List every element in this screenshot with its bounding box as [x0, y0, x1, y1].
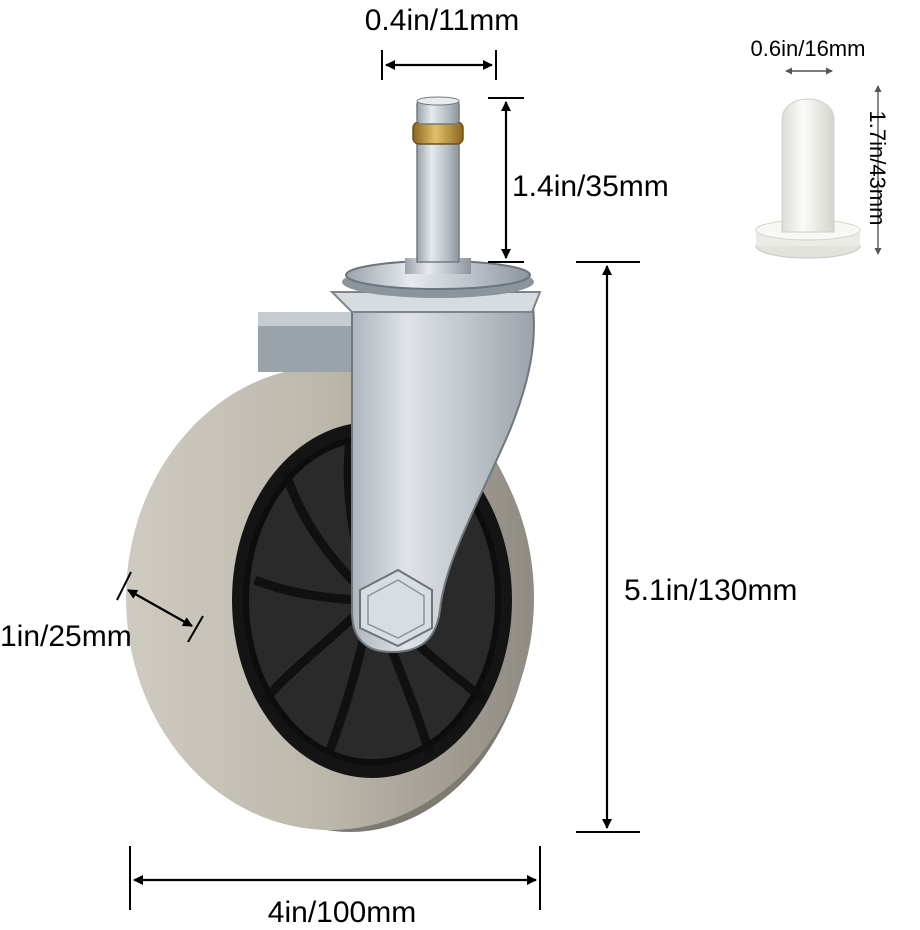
sleeve-diameter-label: 0.6in/16mm	[751, 36, 866, 61]
stem-sleeve	[755, 98, 861, 259]
stem-diameter-label: 0.4in/11mm	[365, 4, 520, 37]
stem-length-dimension: 1.4in/35mm	[488, 97, 669, 263]
caster-fork	[258, 291, 542, 654]
sleeve-diameter-dimension: 0.6in/16mm	[751, 36, 866, 75]
caster-stem	[342, 96, 534, 298]
wheel-width-label: 1in/25mm	[0, 620, 132, 653]
stem-shaft	[416, 139, 460, 263]
sleeve-height-label: 1.7in/43mm	[865, 111, 890, 226]
sleeve-height-dimension: 1.7in/43mm	[865, 85, 890, 255]
total-height-label: 5.1in/130mm	[624, 574, 797, 607]
stem-diameter-dimension: 0.4in/11mm	[365, 4, 520, 80]
total-height-dimension: 5.1in/130mm	[576, 261, 797, 833]
wheel-width-dimension: 1in/25mm	[0, 571, 204, 653]
wheel-diameter-dimension: 4in/100mm	[129, 846, 541, 929]
stem-length-label: 1.4in/35mm	[512, 170, 669, 203]
grip-ring	[412, 121, 464, 145]
wheel-diameter-label: 4in/100mm	[268, 896, 416, 929]
